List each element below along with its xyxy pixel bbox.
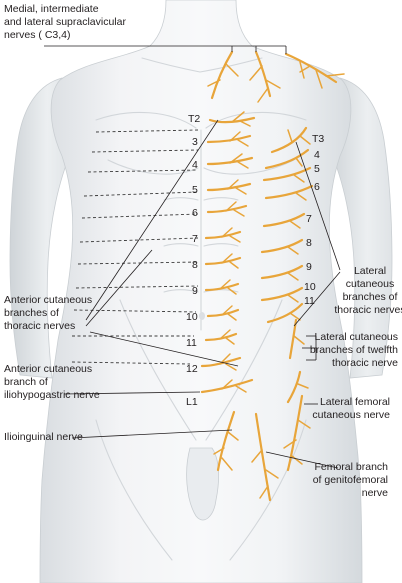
segment-label: 7	[192, 233, 198, 245]
anterior-cutaneous-branches	[200, 111, 256, 394]
svg-text:Lateral femoral: Lateral femoral	[320, 396, 390, 408]
svg-text:Femoral branch: Femoral branch	[314, 461, 388, 473]
segment-label: 11	[304, 295, 315, 307]
segment-label: 9	[192, 285, 198, 297]
segment-label: T3	[312, 133, 324, 145]
lateral-cutaneous-branches	[260, 126, 314, 404]
label-lateral-thoracic: Lateral cutaneous branches of thoracic n…	[334, 265, 402, 316]
dermatome-dash-lines	[71, 129, 199, 365]
segment-label: 8	[306, 237, 312, 249]
segment-label: 6	[314, 181, 320, 193]
segment-label: 11	[186, 337, 197, 349]
svg-text:branches of: branches of	[4, 307, 59, 319]
segment-label: 5	[314, 163, 320, 175]
segment-label: 4	[314, 149, 320, 161]
label-lateral-femoral: Lateral femoral cutaneous nerve	[312, 396, 390, 421]
segment-labels-right: T3 4 5 6 7 8 9 10 11	[304, 133, 324, 307]
svg-text:nerves ( C3,4): nerves ( C3,4)	[4, 29, 71, 41]
segment-label: 12	[186, 363, 198, 375]
svg-text:Lateral: Lateral	[354, 265, 386, 277]
segment-label: T2	[188, 113, 200, 125]
svg-text:cutaneous: cutaneous	[346, 278, 394, 290]
leader-lines	[44, 45, 341, 469]
segment-label: 6	[192, 207, 198, 219]
svg-text:and lateral supraclavicular: and lateral supraclavicular	[4, 16, 126, 28]
svg-text:thoracic nerve: thoracic nerve	[332, 357, 398, 369]
svg-text:thoracic nerves: thoracic nerves	[4, 320, 75, 332]
segment-labels-left: T2 3 4 5 6 7 8 9 10 11 12 L1	[186, 113, 200, 408]
segment-label: 8	[192, 259, 198, 271]
svg-text:Anterior cutaneous: Anterior cutaneous	[4, 294, 92, 306]
svg-text:Medial, intermediate: Medial, intermediate	[4, 3, 99, 15]
label-femoral-branch: Femoral branch of genitofemoral nerve	[313, 461, 388, 499]
svg-text:Ilioinguinal nerve: Ilioinguinal nerve	[4, 431, 83, 443]
svg-text:branches of: branches of	[343, 291, 398, 303]
anatomy-contours	[95, 57, 307, 561]
segment-label: 4	[192, 159, 198, 171]
segment-label: 10	[186, 311, 198, 323]
supraclavicular-nerves	[207, 50, 345, 103]
segment-label: 10	[304, 281, 316, 293]
segment-label: 3	[192, 136, 198, 148]
label-lateral-twelfth: Lateral cutaneous branches of twelfth th…	[310, 331, 398, 369]
svg-text:branches of twelfth: branches of twelfth	[310, 344, 398, 356]
lateral-femoral-nerve	[283, 394, 311, 472]
svg-text:nerve: nerve	[362, 487, 388, 499]
label-supraclavicular-nerves: Medial, intermediate and lateral supracl…	[4, 3, 126, 41]
svg-text:cutaneous nerve: cutaneous nerve	[312, 409, 390, 421]
genitofemoral-nerve	[251, 412, 279, 502]
svg-text:Anterior cutaneous: Anterior cutaneous	[4, 363, 92, 375]
segment-label: 9	[306, 261, 312, 273]
label-ilioinguinal: Ilioinguinal nerve	[4, 431, 83, 443]
segment-label: 7	[306, 213, 312, 225]
svg-text:branch of: branch of	[4, 376, 48, 388]
label-anterior-thoracic: Anterior cutaneous branches of thoracic …	[4, 294, 92, 332]
svg-text:of genitofemoral: of genitofemoral	[313, 474, 388, 486]
segment-label: 5	[192, 184, 198, 196]
segment-label: L1	[186, 396, 198, 408]
label-iliohypogastric: Anterior cutaneous branch of iliohypogas…	[4, 363, 100, 401]
ilioinguinal-nerve	[213, 410, 239, 472]
svg-text:thoracic nerves: thoracic nerves	[334, 304, 402, 316]
svg-text:Lateral cutaneous: Lateral cutaneous	[315, 331, 398, 343]
svg-text:iliohypogastric nerve: iliohypogastric nerve	[4, 389, 100, 401]
